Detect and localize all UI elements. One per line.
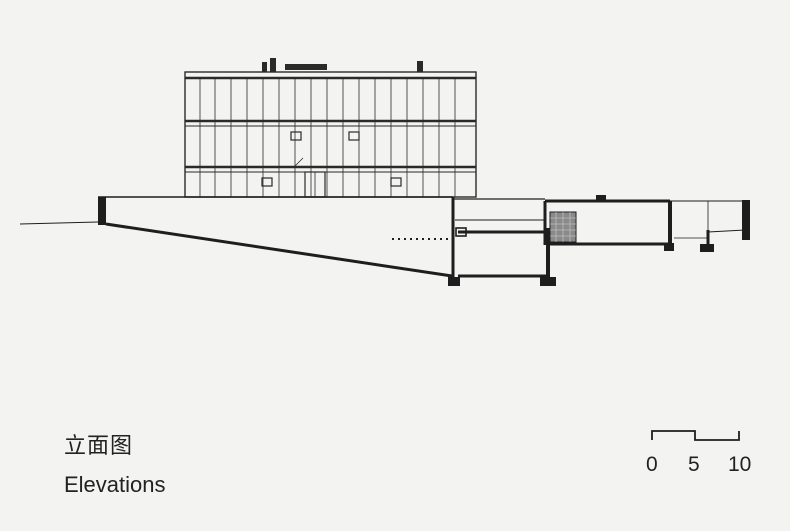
upper-building xyxy=(184,71,477,198)
caption-title-english: Elevations xyxy=(64,472,166,497)
scale-label-5: 5 xyxy=(688,453,700,476)
scale-label-10: 10 xyxy=(728,453,752,476)
podium xyxy=(19,196,556,286)
scale-bar xyxy=(651,430,740,441)
scale-label-0: 0 xyxy=(646,453,658,476)
right-wing xyxy=(543,195,750,252)
rooftop-equipment xyxy=(262,58,423,72)
caption-title-chinese: 立面图 xyxy=(64,434,134,459)
facade-mullions xyxy=(199,78,456,197)
